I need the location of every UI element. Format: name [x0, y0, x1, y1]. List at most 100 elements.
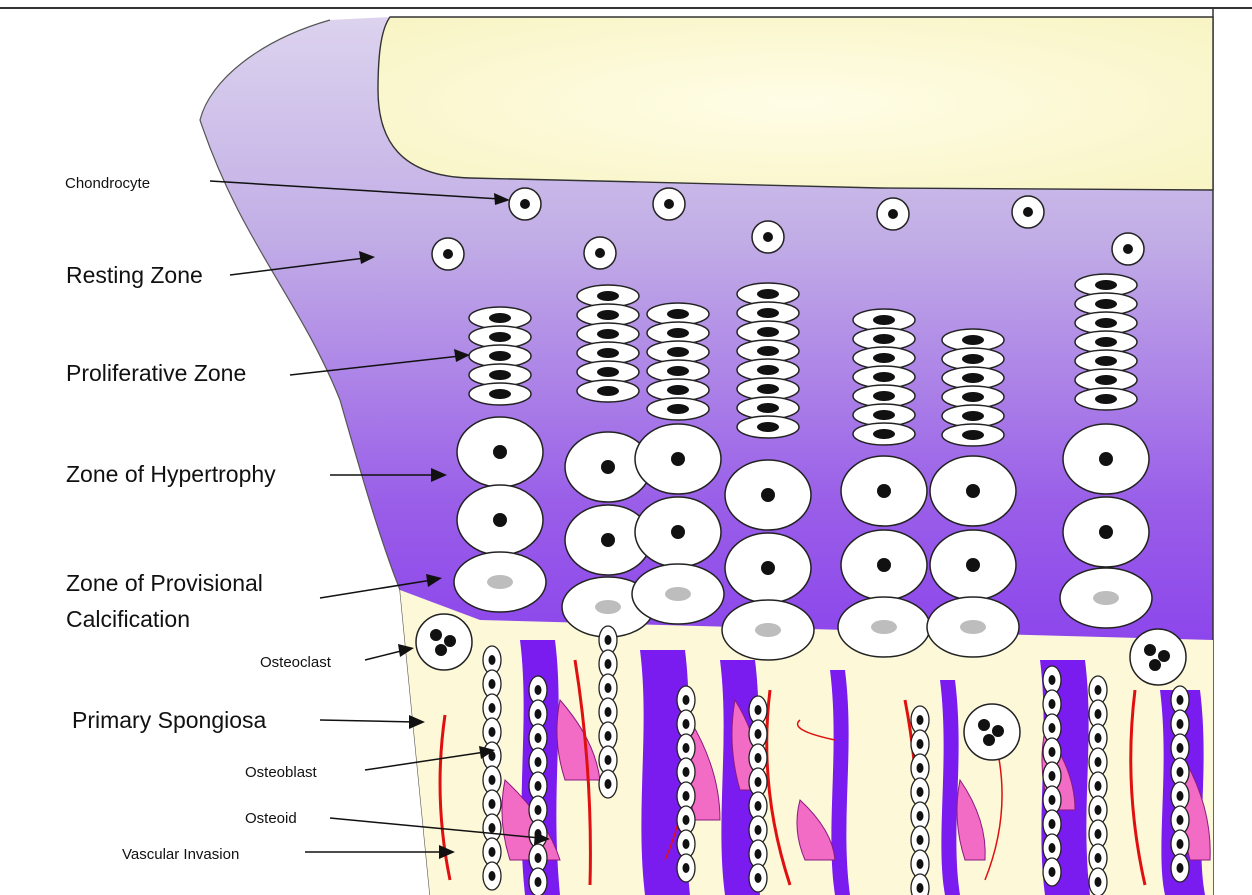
chondrocyte-nucleus: [962, 373, 984, 383]
osteoclast-cell: [964, 704, 1020, 760]
chondrocyte-nucleus: [493, 513, 507, 527]
chondrocyte-nucleus: [873, 372, 895, 382]
osteoblast-nucleus: [489, 847, 496, 857]
osteoblast-nucleus: [683, 839, 690, 849]
chondrocyte-nucleus: [966, 558, 980, 572]
osteoblast-nucleus: [917, 763, 924, 773]
chondrocyte-nucleus: [873, 353, 895, 363]
osteoclast-nucleus: [435, 644, 447, 656]
osteoblast-nucleus: [1095, 877, 1102, 887]
osteoblast-nucleus: [755, 801, 762, 811]
chondrocyte-nucleus: [962, 411, 984, 421]
chondrocyte-nucleus: [873, 334, 895, 344]
osteoblast-nucleus: [1177, 863, 1184, 873]
arrow-primary-spongiosa: [320, 720, 415, 722]
chondrocyte-nucleus: [1095, 337, 1117, 347]
osteoblast-nucleus: [489, 679, 496, 689]
osteoclast-nucleus: [430, 629, 442, 641]
chondrocyte-nucleus: [667, 366, 689, 376]
chondrocyte-nucleus: [601, 533, 615, 547]
osteoblast-nucleus: [1095, 829, 1102, 839]
chondrocyte-nucleus: [962, 335, 984, 345]
chondrocyte-nucleus: [443, 249, 453, 259]
calcified-nucleus: [665, 587, 691, 601]
osteoblast-nucleus: [605, 779, 612, 789]
chondrocyte-nucleus: [493, 445, 507, 459]
chondrocyte-nucleus: [757, 365, 779, 375]
osteoblast-nucleus: [605, 683, 612, 693]
label-chondrocyte: Chondrocyte: [65, 175, 150, 192]
osteoblast-nucleus: [683, 695, 690, 705]
chondrocyte-nucleus: [877, 484, 891, 498]
chondrocyte-nucleus: [601, 460, 615, 474]
osteoblast-nucleus: [1049, 723, 1056, 733]
calcified-nucleus: [755, 623, 781, 637]
chondrocyte-nucleus: [489, 370, 511, 380]
osteoblast-nucleus: [917, 859, 924, 869]
osteoblast-nucleus: [755, 825, 762, 835]
chondrocyte-nucleus: [597, 310, 619, 320]
chondrocyte-nucleus: [595, 248, 605, 258]
chondrocyte-nucleus: [877, 558, 891, 572]
label-primary-spongiosa: Primary Spongiosa: [72, 707, 267, 733]
chondrocyte-nucleus: [667, 328, 689, 338]
osteoblast-nucleus: [683, 863, 690, 873]
osteoblast-nucleus: [1095, 685, 1102, 695]
chondrocyte-nucleus: [873, 410, 895, 420]
chondrocyte-nucleus: [667, 404, 689, 414]
chondrocyte-nucleus: [1095, 299, 1117, 309]
osteoblast-nucleus: [489, 799, 496, 809]
chondrocyte-nucleus: [962, 392, 984, 402]
chondrocyte-nucleus: [671, 525, 685, 539]
calcified-nucleus: [1093, 591, 1119, 605]
osteoclast-nucleus: [1158, 650, 1170, 662]
label-osteoid: Osteoid: [245, 810, 297, 827]
osteoclast-nucleus: [992, 725, 1004, 737]
osteoblast-nucleus: [605, 635, 612, 645]
osteoblast-nucleus: [755, 873, 762, 883]
osteoblast-nucleus: [1177, 743, 1184, 753]
chondrocyte-nucleus: [873, 315, 895, 325]
chondrocyte-nucleus: [597, 386, 619, 396]
osteoblast-nucleus: [1177, 815, 1184, 825]
osteoblast-nucleus: [535, 781, 542, 791]
chondrocyte-nucleus: [757, 346, 779, 356]
osteoblast-nucleus: [755, 753, 762, 763]
osteoblast-nucleus: [535, 805, 542, 815]
osteoblast-nucleus: [1049, 699, 1056, 709]
chondrocyte-nucleus: [667, 347, 689, 357]
osteoblast-nucleus: [755, 777, 762, 787]
calcified-nucleus: [487, 575, 513, 589]
chondrocyte-nucleus: [1123, 244, 1133, 254]
osteoblast-nucleus: [489, 655, 496, 665]
label-provisional-line1: Zone of Provisional: [66, 570, 263, 596]
osteoblast-nucleus: [1049, 867, 1056, 877]
chondrocyte-nucleus: [962, 354, 984, 364]
osteoblast-nucleus: [683, 719, 690, 729]
chondrocyte-nucleus: [489, 313, 511, 323]
label-zone-of-hypertrophy: Zone of Hypertrophy: [66, 461, 276, 487]
chondrocyte-nucleus: [757, 384, 779, 394]
label-vascular-invasion: Vascular Invasion: [122, 846, 239, 863]
chondrocyte-nucleus: [667, 309, 689, 319]
osteoblast-nucleus: [917, 739, 924, 749]
chondrocyte-nucleus: [597, 291, 619, 301]
osteoblast-nucleus: [1177, 695, 1184, 705]
chondrocyte-nucleus: [671, 452, 685, 466]
osteoblast-nucleus: [1095, 853, 1102, 863]
calcified-nucleus: [595, 600, 621, 614]
vascular-channel: [830, 670, 850, 895]
osteoblast-nucleus: [1049, 747, 1056, 757]
chondrocyte-nucleus: [757, 403, 779, 413]
osteoblast-nucleus: [605, 755, 612, 765]
chondrocyte-nucleus: [1095, 375, 1117, 385]
osteoblast-nucleus: [535, 733, 542, 743]
chondrocyte-nucleus: [1023, 207, 1033, 217]
chondrocyte-nucleus: [966, 484, 980, 498]
chondrocyte-nucleus: [757, 327, 779, 337]
osteoblast-nucleus: [489, 775, 496, 785]
osteoclast-nucleus: [983, 734, 995, 746]
osteoblast-nucleus: [605, 731, 612, 741]
osteoblast-nucleus: [1049, 771, 1056, 781]
